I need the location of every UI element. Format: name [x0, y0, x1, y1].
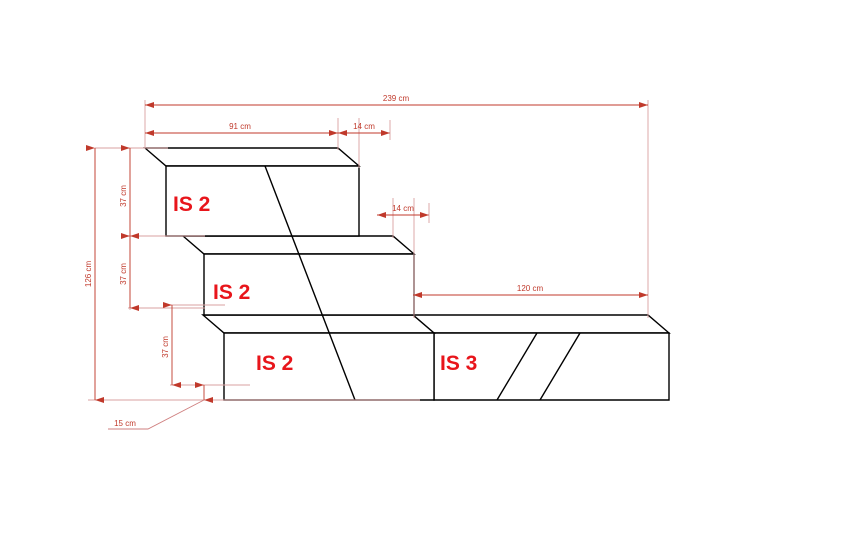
block-right-hatch-2	[539, 332, 581, 401]
block-top-is2	[143, 147, 361, 237]
block-right-top-face	[411, 314, 671, 334]
block-bottom-is2	[201, 314, 436, 401]
dim-height-2-label: 37 cm	[119, 263, 128, 285]
block-top-top-face	[143, 147, 361, 167]
block-middle-label: IS 2	[213, 281, 250, 304]
dim-base-height-leader	[108, 399, 205, 430]
dim-base-height-label: 15 cm	[114, 419, 136, 428]
block-middle-is2	[181, 235, 416, 316]
block-labels: IS 2 IS 2 IS 2 IS 3	[173, 193, 477, 375]
dim-top-offset	[338, 120, 391, 140]
block-top-label: IS 2	[173, 193, 210, 216]
dim-top-offset-label: 14 cm	[353, 122, 375, 131]
dim-mid-offset	[377, 203, 430, 223]
dim-base-height	[108, 382, 213, 430]
dim-overall-width-label: 239 cm	[383, 94, 410, 103]
dim-mid-offset-label: 14 cm	[392, 204, 414, 213]
block-geometry	[143, 147, 671, 401]
block-bottom-label: IS 2	[256, 352, 293, 375]
block-bottom-front-face	[223, 332, 435, 401]
dim-height-3-label: 37 cm	[161, 336, 170, 358]
dim-overall-height-label: 126 cm	[84, 261, 93, 288]
dim-top-width-label: 91 cm	[229, 122, 251, 131]
dim-height-1-label: 37 cm	[119, 185, 128, 207]
block-right-label: IS 3	[440, 352, 477, 375]
block-right-hatch-1	[496, 332, 538, 401]
block-top-front-face	[165, 165, 360, 237]
dimension-layer: 239 cm 91 cm 14 cm 14 cm 120 cm	[84, 94, 649, 430]
dim-right-width-label: 120 cm	[517, 284, 544, 293]
block-bottom-top-face	[201, 314, 436, 334]
seam-diagonal	[264, 165, 356, 401]
